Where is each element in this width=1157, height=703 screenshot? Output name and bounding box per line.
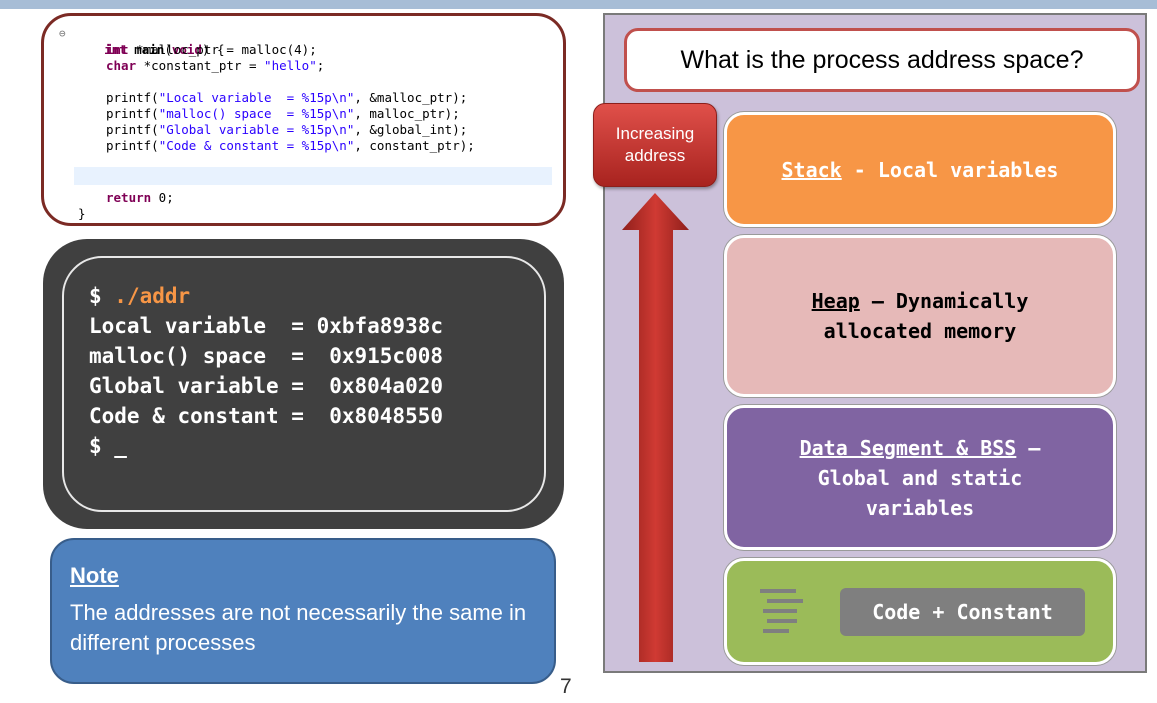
- code-line-malloc: int *malloc_ptr = malloc(4);: [106, 42, 317, 57]
- increasing-address-arrow-icon: [622, 193, 689, 662]
- heap-name: Heap: [811, 289, 860, 313]
- heap-desc: – Dynamically allocated memory: [823, 289, 1029, 343]
- text-lines-icon: [757, 585, 807, 635]
- terminal-window: $ ./addr Local variable = 0xbfa8938c mal…: [43, 239, 564, 529]
- code-line-return: return 0;: [106, 190, 174, 205]
- code-line-printf-malloc: printf("malloc() space = %15p\n", malloc…: [106, 106, 460, 121]
- terminal-inner-frame: [62, 256, 546, 512]
- data-name: Data Segment & BSS: [799, 435, 1017, 460]
- code-segment: Code + Constant: [724, 558, 1116, 665]
- code-line-constant: char *constant_ptr = "hello";: [106, 58, 325, 73]
- fold-toggle-icon[interactable]: ⊖: [59, 27, 66, 40]
- terminal-command: $ ./addr: [89, 284, 191, 308]
- code-line-close: }: [78, 206, 86, 221]
- current-line-highlight: [74, 167, 552, 185]
- terminal-output-local: Local variable = 0xbfa8938c: [89, 314, 444, 338]
- data-desc: – Global and static variables: [817, 435, 1041, 520]
- note-text: The addresses are not necessarily the sa…: [70, 600, 527, 655]
- code-constant-label: Code + Constant: [840, 588, 1085, 636]
- terminal-output-code: Code & constant = 0x8048550: [89, 404, 444, 428]
- data-segment: Data Segment & BSS – Global and static v…: [724, 405, 1116, 550]
- code-editor-panel: ⊖int main(void) { int *malloc_ptr = mall…: [41, 13, 566, 226]
- page-number: 7: [560, 675, 572, 698]
- terminal-output-global: Global variable = 0x804a020: [89, 374, 444, 398]
- note-title: Note: [70, 563, 119, 588]
- note-box: Note The addresses are not necessarily t…: [50, 538, 556, 684]
- stack-name: Stack: [781, 157, 842, 182]
- top-accent-bar: [0, 0, 1157, 9]
- code-line-printf-code: printf("Code & constant = %15p\n", const…: [106, 138, 475, 153]
- stack-segment: Stack - Local variables: [724, 112, 1116, 227]
- stack-desc: - Local variables: [841, 157, 1059, 182]
- diagram-title: What is the process address space?: [624, 28, 1140, 92]
- code-line-printf-global: printf("Global variable = %15p\n", &glob…: [106, 122, 468, 137]
- code-line-printf-local: printf("Local variable = %15p\n", &mallo…: [106, 90, 468, 105]
- terminal-cursor-line: $ _: [89, 434, 127, 458]
- increasing-address-label: Increasing address: [593, 103, 717, 187]
- terminal-output-malloc: malloc() space = 0x915c008: [89, 344, 444, 368]
- heap-segment: Heap – Dynamically allocated memory: [724, 235, 1116, 397]
- code-line-main: ⊖int main(void) {: [59, 27, 225, 57]
